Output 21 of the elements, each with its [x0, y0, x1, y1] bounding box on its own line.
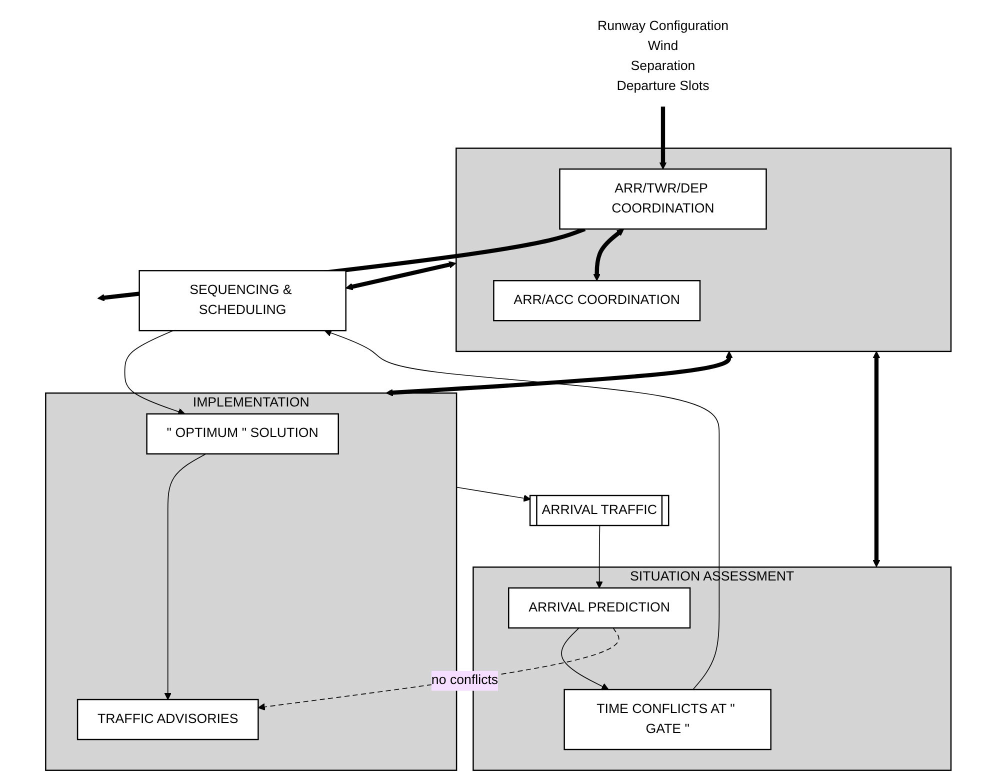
arrow — [593, 228, 624, 281]
node-text: Runway Configuration Wind Separation Departure Slots — [598, 19, 729, 94]
arrow — [561, 628, 609, 690]
arrow — [324, 329, 720, 690]
arrow — [456, 486, 531, 502]
node-box: TRAFFIC ADVISORIES — [77, 698, 259, 740]
node-box: SEQUENCING & SCHEDULING — [138, 270, 347, 332]
arrow — [164, 453, 207, 700]
arrow — [124, 330, 186, 416]
node-box: " OPTIMUM " SOLUTION — [146, 413, 340, 454]
node-box: TIME CONFLICTS AT " GATE " — [564, 688, 772, 750]
cluster — [456, 148, 952, 352]
arrow — [596, 525, 604, 588]
node-box: ARR/TWR/DEP COORDINATION — [559, 168, 768, 230]
arrow — [660, 106, 667, 170]
arrow — [386, 351, 733, 396]
node-box: ARRIVAL PREDICTION — [508, 587, 691, 629]
arrow — [258, 628, 620, 711]
node-box: ARR/ACC COORDINATION — [493, 280, 701, 322]
arrow — [872, 351, 880, 568]
arrow — [346, 261, 456, 290]
